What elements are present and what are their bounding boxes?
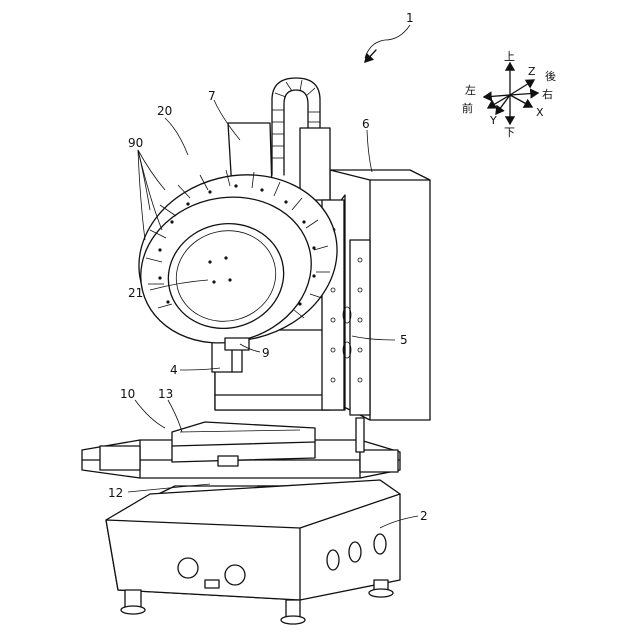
label-tools: 90	[128, 136, 143, 150]
axis-down-label: 下	[504, 126, 515, 139]
label-bracket: 9	[262, 346, 270, 360]
work-table	[82, 422, 400, 478]
axis-up-label: 上	[504, 50, 515, 63]
label-face: 21	[128, 286, 143, 300]
label-pallet: 13	[158, 387, 173, 401]
label-fig: 1	[406, 11, 414, 25]
axis-y-label: Y	[489, 114, 497, 127]
axis-back-label: 後	[545, 69, 556, 83]
label-column-cover: 6	[362, 117, 370, 131]
label-rail: 5	[400, 333, 408, 347]
label-column: 4	[170, 363, 178, 377]
label-table: 10	[120, 387, 135, 401]
label-bed: 2	[420, 509, 428, 523]
axis-right-label: 右	[542, 87, 553, 101]
axis-z-label: Z	[528, 65, 536, 78]
label-cover: 7	[208, 89, 216, 103]
axis-x-label: X	[536, 106, 544, 119]
label-saddle: 12	[108, 486, 123, 500]
axis-left-label: 左	[465, 84, 476, 97]
direction-compass: 上 下 左 右 前 後 Z Y X	[462, 50, 556, 139]
label-drum: 20	[157, 104, 172, 118]
axis-front-label: 前	[462, 101, 473, 115]
